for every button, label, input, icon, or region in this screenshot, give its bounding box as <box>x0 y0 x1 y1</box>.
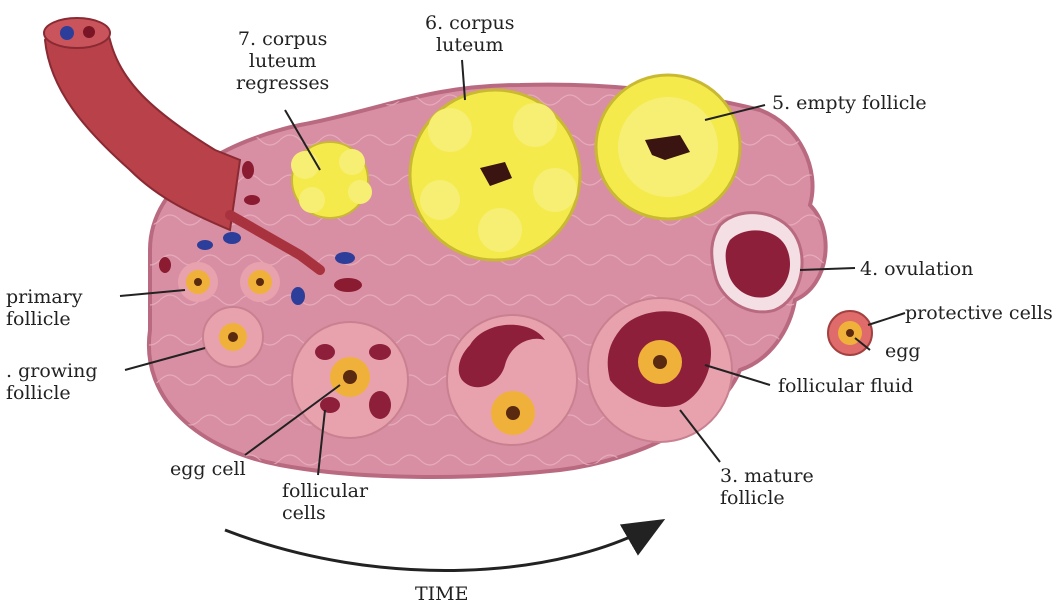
label-time: TIME <box>415 583 469 605</box>
label-growing-follicle: . growing follicle <box>6 360 98 404</box>
label-ovulation: 4. ovulation <box>860 258 973 280</box>
time-arrow <box>225 522 660 571</box>
antral-follicle <box>447 315 577 445</box>
mature-follicle <box>588 298 732 442</box>
follicle-with-cells <box>292 322 408 438</box>
label-primary-follicle: primary follicle <box>6 286 82 330</box>
label-mature-follicle: 3. mature follicle <box>720 465 814 509</box>
label-corpus-luteum-regresses: 7. corpus luteum regresses <box>236 28 329 94</box>
label-empty-follicle: 5. empty follicle <box>772 92 927 114</box>
released-egg <box>828 311 872 355</box>
label-egg-cell: egg cell <box>170 458 246 480</box>
label-follicular-cells: follicular cells <box>282 480 368 524</box>
ovulation-follicle <box>712 213 802 312</box>
label-follicular-fluid: follicular fluid <box>778 375 913 397</box>
label-protective-cells: protective cells <box>905 302 1053 324</box>
empty-follicle <box>596 75 740 219</box>
label-corpus-luteum: 6. corpus luteum <box>425 12 514 56</box>
corpus-luteum <box>410 90 580 260</box>
label-egg: egg <box>885 340 921 362</box>
growing-follicle <box>203 307 263 367</box>
